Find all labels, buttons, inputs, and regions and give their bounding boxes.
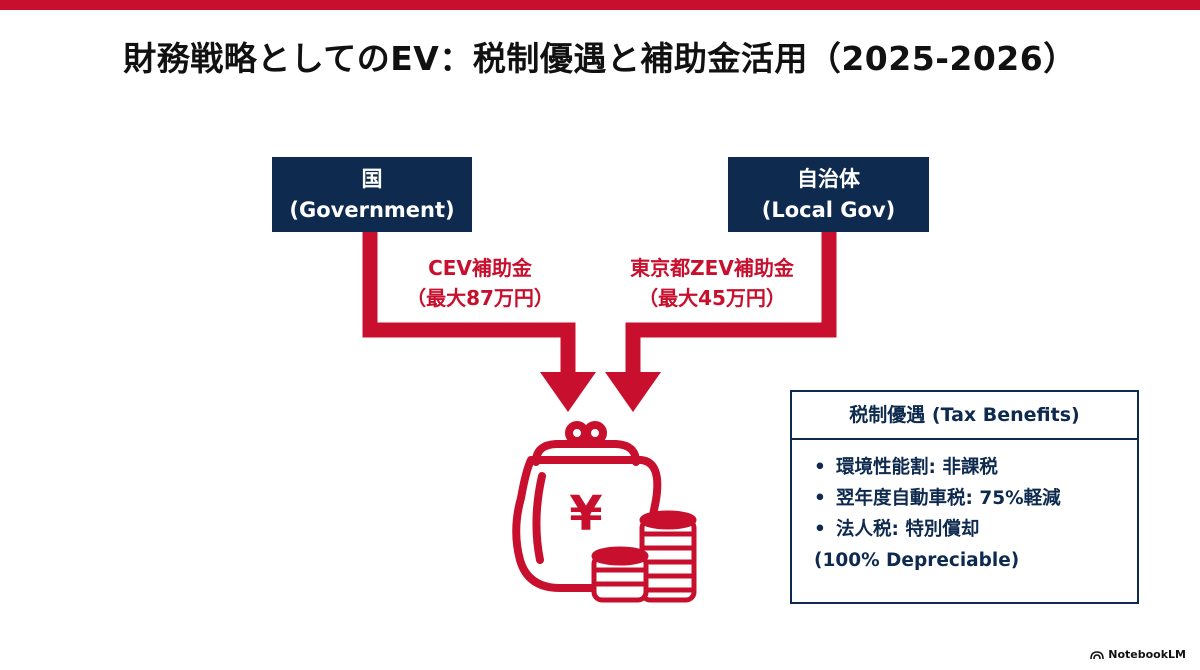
zev-subsidy-label: 東京都ZEV補助金 （最大45万円） bbox=[612, 253, 812, 313]
tax-benefit-text: 環境性能割: 非課税 bbox=[836, 457, 998, 478]
bullet: • bbox=[814, 457, 826, 478]
tax-benefit-text: 法人税: 特別償却 bbox=[836, 519, 980, 540]
tax-benefit-continuation: (100% Depreciable) bbox=[814, 550, 1020, 571]
local-label-en: (Local Gov) bbox=[761, 197, 896, 222]
zev-subsidy-name: 東京都ZEV補助金 bbox=[630, 256, 794, 280]
bullet: • bbox=[814, 519, 826, 540]
coin-stack-icon bbox=[591, 510, 697, 603]
flow-line-local bbox=[625, 232, 837, 372]
national-label-en: (Government) bbox=[289, 197, 455, 222]
tax-benefits-header: 税制優遇 (Tax Benefits) bbox=[792, 392, 1137, 440]
yen-symbol: ¥ bbox=[569, 486, 602, 542]
tax-benefits-list: • 環境性能割: 非課税 • 翌年度自動車税: 75%軽減 • 法人税: 特別償… bbox=[792, 440, 1137, 576]
list-item: • 翌年度自動車税: 75%軽減 bbox=[814, 483, 1137, 514]
page-title: 財務戦略としてのEV：税制優遇と補助金活用（2025-2026） bbox=[123, 39, 1077, 78]
logo-text: NotebookLM bbox=[1108, 648, 1186, 661]
local-label: 自治体 bbox=[797, 166, 860, 191]
cev-subsidy-name: CEV補助金 bbox=[428, 256, 532, 280]
national-government-box: 国 (Government) bbox=[272, 157, 472, 232]
zev-subsidy-amount: （最大45万円） bbox=[638, 286, 786, 310]
wallet-coins-icon bbox=[512, 421, 662, 592]
cev-subsidy-label: CEV補助金 （最大87万円） bbox=[390, 253, 570, 313]
list-item: • 環境性能割: 非課税 bbox=[814, 452, 1137, 483]
tax-benefits-panel: 税制優遇 (Tax Benefits) • 環境性能割: 非課税 • 翌年度自動… bbox=[790, 390, 1139, 604]
notebooklm-logo: NotebookLM bbox=[1090, 648, 1186, 661]
bullet: • bbox=[814, 488, 826, 509]
tax-benefit-text: 翌年度自動車税: 75%軽減 bbox=[836, 488, 1061, 509]
arrow-head-local bbox=[605, 372, 661, 412]
local-government-box: 自治体 (Local Gov) bbox=[728, 157, 929, 232]
national-label: 国 bbox=[361, 166, 383, 191]
flow-line-national bbox=[362, 232, 576, 372]
notebooklm-icon bbox=[1090, 650, 1105, 659]
cev-subsidy-amount: （最大87万円） bbox=[406, 286, 554, 310]
top-accent-bar bbox=[0, 0, 1200, 10]
arrow-head-national bbox=[540, 372, 596, 412]
list-item: • 法人税: 特別償却 (100% Depreciable) bbox=[814, 514, 1137, 576]
